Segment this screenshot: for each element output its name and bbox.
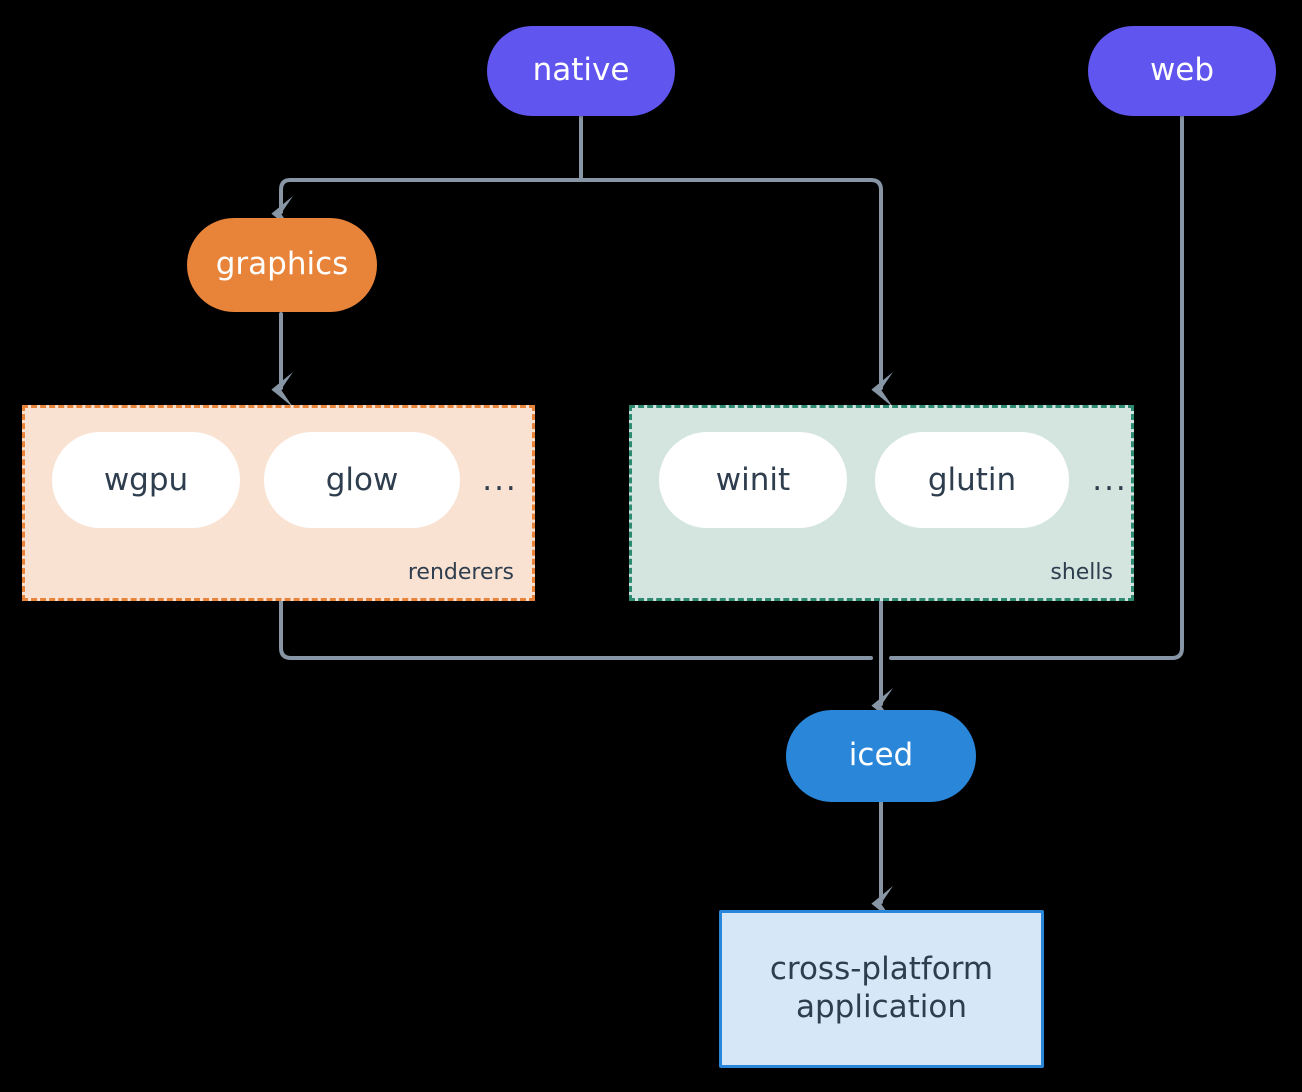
shells-overflow-ellipsis: ... <box>1092 461 1128 498</box>
node-application[interactable]: cross-platform application <box>719 910 1044 1068</box>
group-shells: winit glutin ... shells <box>629 405 1134 601</box>
leaf-glutin[interactable]: glutin <box>875 432 1069 528</box>
node-web[interactable]: web <box>1088 26 1276 116</box>
leaf-glow-label: glow <box>325 462 399 498</box>
leaf-wgpu-label: wgpu <box>103 462 189 498</box>
node-native[interactable]: native <box>487 26 675 116</box>
group-renderers-label: renderers <box>407 560 514 585</box>
edge-renderers-to-bus <box>279 599 873 660</box>
group-shells-label: shells <box>1050 560 1113 585</box>
leaf-winit[interactable]: winit <box>659 432 847 528</box>
node-web-label: web <box>1149 52 1215 89</box>
node-native-label: native <box>532 52 630 89</box>
edge-native-to-graphics <box>271 178 583 232</box>
node-graphics-label: graphics <box>215 246 349 283</box>
node-graphics[interactable]: graphics <box>187 218 377 312</box>
application-label-line2: application <box>796 989 967 1025</box>
group-renderers: wgpu glow ... renderers <box>22 405 535 601</box>
leaf-glutin-label: glutin <box>927 462 1017 498</box>
edge-native-to-shells <box>579 178 893 408</box>
leaf-wgpu[interactable]: wgpu <box>52 432 240 528</box>
renderers-overflow-ellipsis: ... <box>482 461 518 498</box>
node-iced[interactable]: iced <box>786 710 976 802</box>
application-label-line1: cross-platform <box>769 951 994 988</box>
node-iced-label: iced <box>848 737 914 774</box>
leaf-glow[interactable]: glow <box>264 432 460 528</box>
leaf-winit-label: winit <box>715 462 791 498</box>
